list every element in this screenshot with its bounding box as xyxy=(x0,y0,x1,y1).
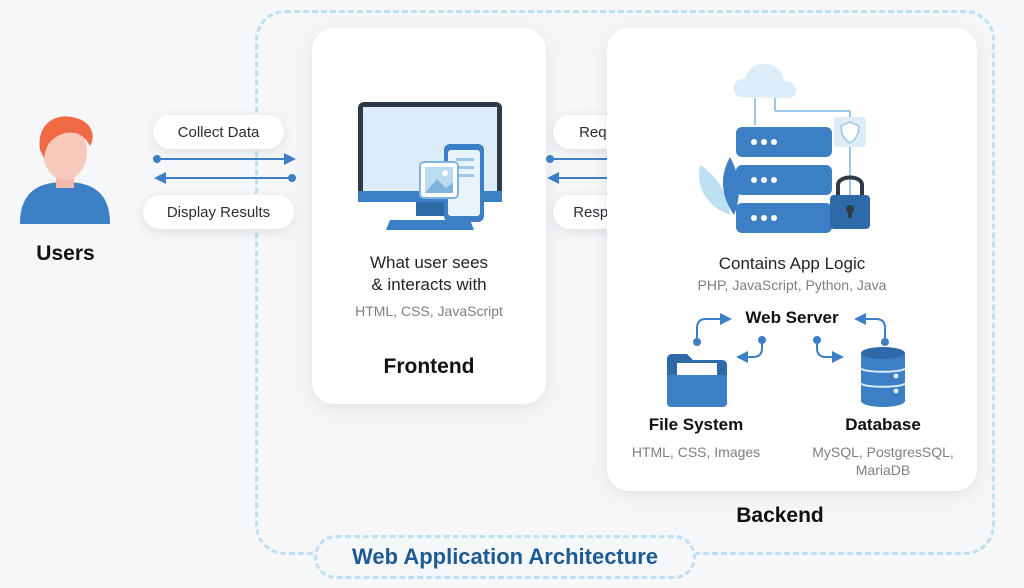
backend-card xyxy=(607,28,977,491)
backend-title: Backend xyxy=(736,504,824,527)
collect-data-label: Collect Data xyxy=(153,115,284,149)
display-results-label: Display Results xyxy=(143,195,294,229)
file-system-details: HTML, CSS, Images xyxy=(631,444,761,460)
database-details-line2: MariaDB xyxy=(855,462,911,478)
server-filesystem-connectors xyxy=(693,313,766,363)
web-server-label: Web Server xyxy=(745,308,839,327)
diagram-title: Web Application Architecture xyxy=(314,535,696,579)
server-database-connectors xyxy=(813,313,889,363)
collect-data-arrow xyxy=(153,153,296,165)
backend-description: Contains App Logic xyxy=(718,254,866,273)
frontend-technologies: HTML, CSS, JavaScript xyxy=(355,303,503,319)
file-system-title: File System xyxy=(648,415,744,434)
database-details-line1: MySQL, PostgresSQL, xyxy=(812,444,954,460)
server-stack-icon xyxy=(699,63,870,233)
database-icon xyxy=(860,347,906,407)
monitor-phone-icon xyxy=(358,102,502,230)
frontend-description-line2: & interacts with xyxy=(371,275,487,294)
display-results-arrow xyxy=(154,172,296,184)
frontend-description-line1: What user sees xyxy=(369,253,489,272)
backend-languages: PHP, JavaScript, Python, Java xyxy=(697,277,887,293)
database-title: Database xyxy=(845,415,921,434)
users-label: Users xyxy=(36,242,95,265)
frontend-title: Frontend xyxy=(383,355,475,378)
folder-icon xyxy=(667,354,727,407)
user-icon xyxy=(20,116,110,224)
